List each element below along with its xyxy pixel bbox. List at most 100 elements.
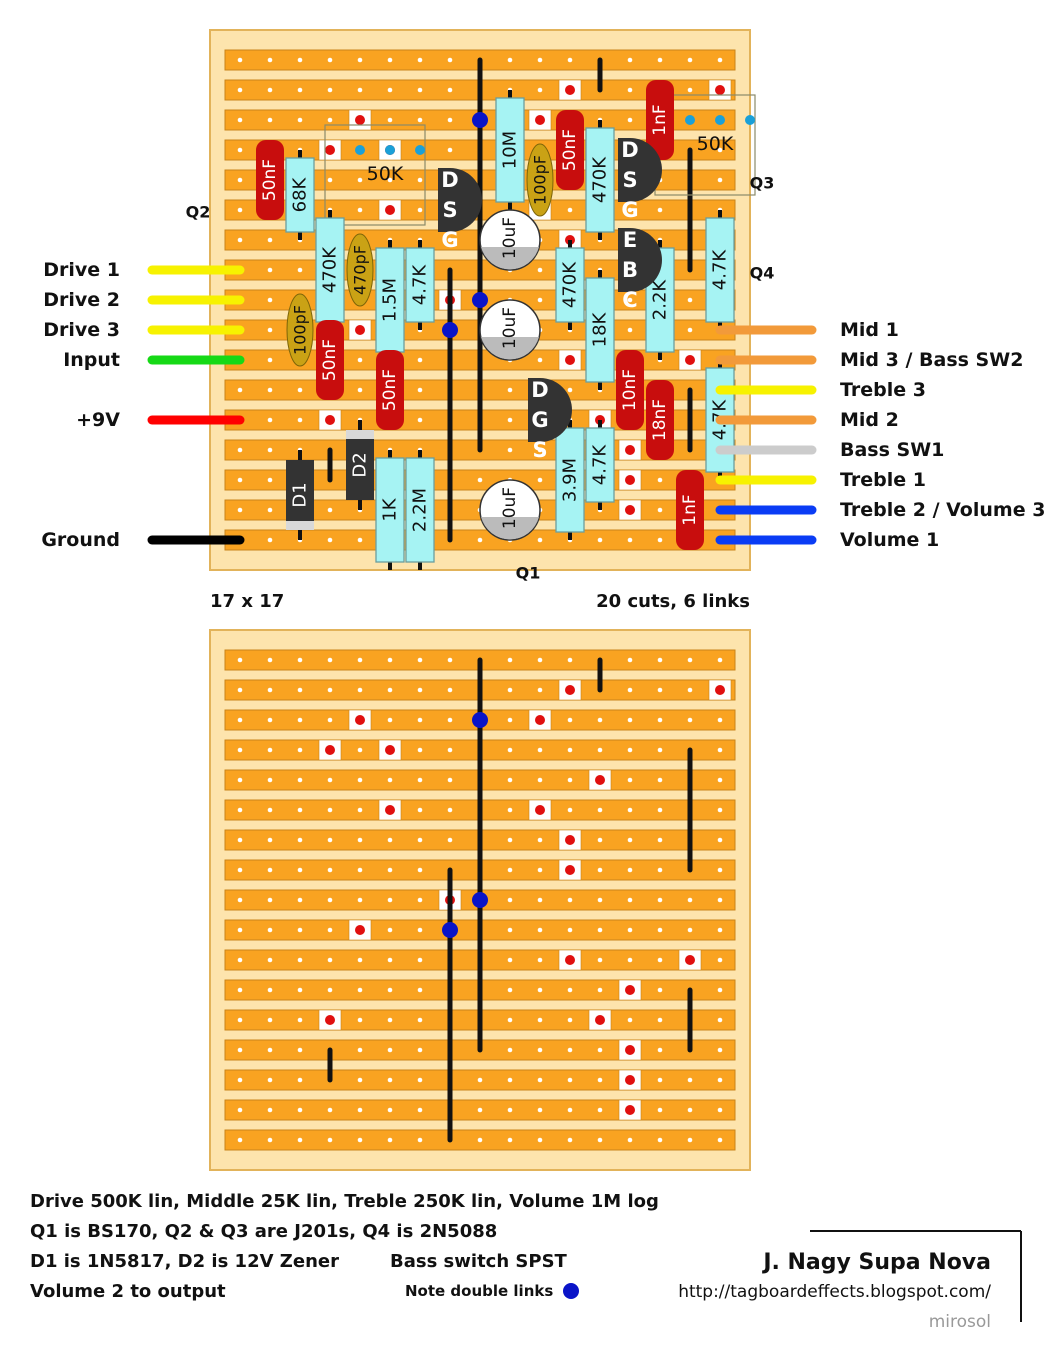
hole	[537, 927, 543, 933]
hole	[717, 1077, 723, 1083]
resistor-body	[585, 427, 615, 503]
hole	[627, 327, 633, 333]
hole	[567, 927, 573, 933]
hole	[357, 747, 363, 753]
hole	[417, 837, 423, 843]
strip-cut-dot	[625, 445, 635, 455]
strip-cut-dot	[625, 1105, 635, 1115]
hole	[297, 657, 303, 663]
right-wire-label: Bass SW1	[840, 439, 944, 461]
component-value-label: 68K	[290, 176, 311, 212]
hole	[387, 1137, 393, 1143]
hole	[717, 1107, 723, 1113]
hole	[237, 1137, 243, 1143]
hole	[267, 1107, 273, 1113]
resistor-body	[585, 277, 615, 383]
resistor-body	[585, 127, 615, 233]
hole	[657, 57, 663, 63]
hole	[387, 87, 393, 93]
hole	[417, 807, 423, 813]
hole	[507, 717, 513, 723]
hole	[267, 87, 273, 93]
hole	[657, 537, 663, 543]
ceramic-capacitor-body	[286, 293, 314, 367]
hole	[327, 1107, 333, 1113]
hole	[717, 147, 723, 153]
hole	[327, 987, 333, 993]
hole	[477, 1077, 483, 1083]
strip-cut-dot	[565, 85, 575, 95]
hole	[627, 207, 633, 213]
hole	[627, 807, 633, 813]
component-value-label: 18K	[590, 311, 611, 347]
note-volume: Volume 2 to output	[30, 1281, 226, 1302]
hole	[597, 927, 603, 933]
hole	[657, 717, 663, 723]
potentiometer-outline	[324, 124, 426, 226]
hole	[237, 987, 243, 993]
ceramic-capacitor-body	[346, 233, 374, 307]
strip-cut-dot	[715, 85, 725, 95]
hole	[537, 357, 543, 363]
strip-cut-dot	[565, 685, 575, 695]
hole	[537, 297, 543, 303]
hole	[717, 807, 723, 813]
hole	[267, 1077, 273, 1083]
hole	[477, 537, 483, 543]
transistor-pin-label: S	[622, 168, 637, 192]
component-value-label: 10uF	[500, 487, 520, 529]
right-wire-label: Mid 3 / Bass SW2	[840, 349, 1023, 371]
transistor-pin-label: B	[622, 258, 638, 282]
transistor-pin-label: E	[623, 228, 637, 252]
hole	[267, 687, 273, 693]
hole	[387, 1077, 393, 1083]
strip-cut-dot	[325, 1015, 335, 1025]
component-value-label: 470K	[560, 261, 581, 308]
double-link-dot	[472, 892, 488, 908]
hole	[687, 657, 693, 663]
hole	[357, 177, 363, 183]
strip-cut-dot	[685, 955, 695, 965]
strip-cut-dot	[595, 775, 605, 785]
diode-cathode-band	[286, 521, 314, 530]
hole	[237, 657, 243, 663]
component-value-label: 470pF	[351, 245, 370, 295]
hole	[297, 387, 303, 393]
hole	[537, 1047, 543, 1053]
hole	[297, 417, 303, 423]
hole	[327, 87, 333, 93]
hole	[357, 1047, 363, 1053]
hole	[537, 987, 543, 993]
hole	[237, 747, 243, 753]
hole	[297, 927, 303, 933]
hole	[597, 747, 603, 753]
hole	[627, 867, 633, 873]
component-value-label: 10nF	[620, 369, 640, 411]
hole	[507, 897, 513, 903]
transistor-body	[528, 378, 572, 442]
hole	[327, 57, 333, 63]
hole	[357, 1017, 363, 1023]
transistor-body	[618, 138, 662, 202]
hole	[387, 987, 393, 993]
hole	[357, 1137, 363, 1143]
hole	[237, 57, 243, 63]
hole	[627, 717, 633, 723]
hole	[507, 417, 513, 423]
hole	[657, 1077, 663, 1083]
hole	[627, 537, 633, 543]
hole	[657, 807, 663, 813]
hole	[657, 747, 663, 753]
hole	[357, 387, 363, 393]
cuts-links-label: 20 cuts, 6 links	[596, 591, 750, 612]
hole	[387, 1017, 393, 1023]
diode-cathode-band	[346, 430, 374, 439]
hole	[537, 57, 543, 63]
hole	[237, 507, 243, 513]
hole	[297, 1047, 303, 1053]
hole	[627, 747, 633, 753]
hole	[447, 57, 453, 63]
strip-cut-dot	[625, 505, 635, 515]
strip-cut-dot	[325, 145, 335, 155]
